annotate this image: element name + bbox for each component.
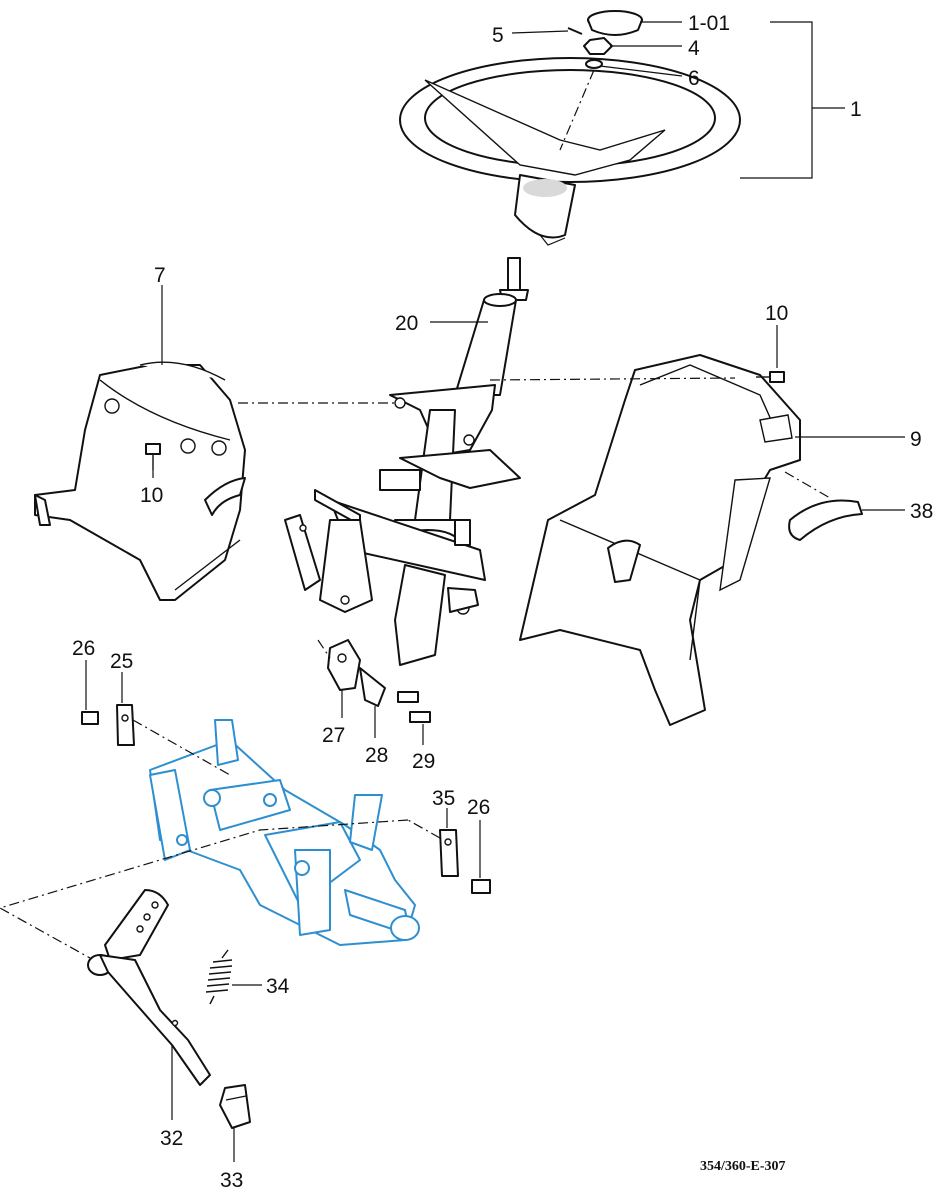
callout-27: 27 <box>322 724 345 747</box>
screw-left-cover <box>145 443 161 470</box>
screw-right-cover <box>756 371 785 383</box>
horn-cap <box>587 10 643 36</box>
washer <box>585 59 603 69</box>
pedal-bracket-assembly <box>149 719 420 946</box>
callout-35: 35 <box>432 787 455 810</box>
pedal-pad <box>219 1084 251 1129</box>
callout-7: 7 <box>154 264 166 287</box>
callout-26-left: 26 <box>72 637 95 660</box>
steering-nut <box>583 37 613 55</box>
callout-20: 20 <box>395 312 418 335</box>
callout-1-01: 1-01 <box>688 12 730 35</box>
callout-38: 38 <box>910 500 933 523</box>
handle-grip <box>788 499 863 541</box>
split-pin <box>567 27 583 35</box>
steering-wheel <box>399 57 741 246</box>
pedal-arm <box>87 889 211 1086</box>
drawing-reference-code: 354/360-E-307 <box>700 1159 786 1174</box>
clip-plate-left <box>116 704 135 746</box>
clip-alignment-line <box>132 719 231 776</box>
steering-column <box>284 257 529 666</box>
center-axis-line <box>559 69 595 151</box>
bolts <box>397 691 431 723</box>
right-cover-alignment-line <box>489 377 736 381</box>
bracket-plate <box>327 639 361 691</box>
grip-alignment-line <box>784 471 831 499</box>
callout-6: 6 <box>688 67 700 90</box>
callout-33: 33 <box>220 1169 243 1192</box>
callout-29: 29 <box>412 750 435 773</box>
lock-plate <box>359 667 386 707</box>
screw-right <box>471 879 491 894</box>
callout-4: 4 <box>688 37 700 60</box>
callout-25: 25 <box>110 650 133 673</box>
callout-5: 5 <box>492 24 504 47</box>
callout-10-right: 10 <box>765 302 788 325</box>
callout-9: 9 <box>910 428 922 451</box>
left-column-cover <box>34 361 246 601</box>
right-column-cover <box>519 354 801 726</box>
callout-10-left: 10 <box>140 484 163 507</box>
clip-plate-right <box>439 829 459 877</box>
callout-32: 32 <box>160 1127 183 1150</box>
callout-1: 1 <box>850 98 862 121</box>
right-clip-alignment-line <box>407 819 441 839</box>
pedal-alignment-line <box>0 819 409 959</box>
callout-28: 28 <box>365 744 388 767</box>
callout-34: 34 <box>266 975 290 998</box>
screw-left <box>81 711 99 725</box>
return-spring <box>205 949 233 1005</box>
callout-26-right: 26 <box>467 796 490 819</box>
